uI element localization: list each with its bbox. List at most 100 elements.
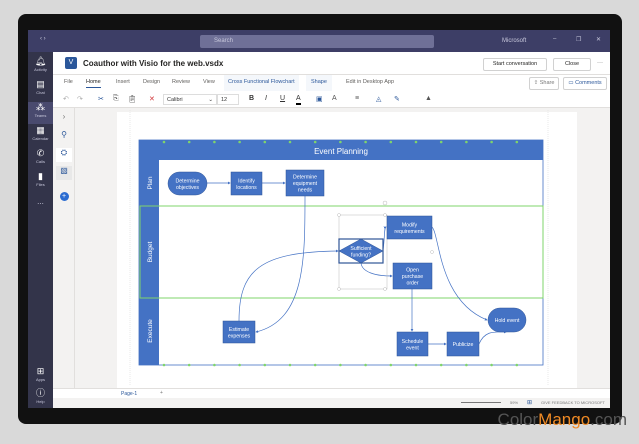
- rail-teams[interactable]: ⁂Teams: [28, 102, 53, 124]
- cut-icon[interactable]: ✂: [98, 96, 104, 103]
- rail-label: Activity: [34, 67, 47, 72]
- shape-hold-event[interactable]: Hold event: [487, 307, 527, 333]
- redo-icon[interactable]: ↷: [77, 96, 83, 103]
- copy-icon[interactable]: ⎘: [113, 95, 119, 102]
- chat-icon: ▤: [36, 79, 45, 89]
- chevron-right-icon[interactable]: ›: [62, 112, 66, 121]
- connection-dot: [313, 140, 317, 144]
- tab-shape[interactable]: Shape: [306, 75, 332, 91]
- add-shapes-button[interactable]: +: [56, 191, 72, 205]
- rail-apps[interactable]: ⊞Apps: [28, 366, 53, 388]
- rail-more[interactable]: ...: [28, 197, 53, 219]
- line-color-icon[interactable]: ✎: [394, 96, 400, 103]
- more-options-button[interactable]: ···: [597, 60, 603, 66]
- share-button[interactable]: ⇪ Share: [529, 77, 559, 90]
- more-icon: ...: [37, 197, 44, 206]
- lane-budget[interactable]: Budget: [147, 242, 154, 263]
- lane-plan[interactable]: Plan: [147, 176, 154, 189]
- shape-label: locations: [236, 185, 257, 191]
- connection-dot: [187, 363, 191, 367]
- tab-insert[interactable]: Insert: [116, 79, 130, 85]
- rail-chat[interactable]: ▤Chat: [28, 79, 53, 101]
- zoom-slider[interactable]: [461, 399, 501, 403]
- title-bar: ‹ › Search Microsoft – ❐ ✕: [28, 30, 610, 52]
- connection-dot: [414, 363, 418, 367]
- zoom-level[interactable]: 59%: [510, 400, 519, 405]
- shape-label: order: [406, 281, 418, 287]
- connection-dot: [490, 363, 493, 367]
- delete-icon[interactable]: ✕: [149, 96, 155, 103]
- align-icon[interactable]: ≡: [355, 95, 360, 102]
- connection-dot: [162, 363, 166, 367]
- nav-arrows[interactable]: ‹ ›: [40, 36, 46, 42]
- account-menu[interactable]: Microsoft: [502, 38, 527, 44]
- lane-execute[interactable]: Execute: [147, 319, 154, 343]
- rail-files[interactable]: ▮Files: [28, 171, 53, 193]
- grow-font-icon[interactable]: A: [332, 95, 337, 102]
- rail-label: Calendar: [32, 136, 49, 141]
- start-conversation-button[interactable]: Start conversation: [483, 58, 547, 71]
- underline-button[interactable]: U: [280, 95, 286, 102]
- tab-view[interactable]: View: [203, 79, 215, 85]
- shape-label: Open: [406, 268, 419, 274]
- diagram-title-bar[interactable]: [139, 140, 543, 160]
- shape-publicize[interactable]: Publicize: [446, 331, 480, 357]
- tab-file[interactable]: File: [64, 79, 73, 85]
- rail-calendar[interactable]: ▦Calendar: [28, 125, 53, 147]
- tab-home[interactable]: Home: [86, 79, 101, 88]
- close-button[interactable]: Close: [553, 58, 591, 71]
- connection-dot: [414, 140, 418, 144]
- rail-label: Calls: [36, 159, 45, 164]
- tab-design[interactable]: Design: [143, 79, 161, 85]
- font-color-button[interactable]: A: [296, 95, 301, 105]
- rail-activity[interactable]: 🔔︎Activity: [28, 56, 53, 78]
- undo-icon[interactable]: ↶: [63, 96, 69, 103]
- minimize-button[interactable]: –: [553, 36, 557, 42]
- file-header: V Coauthor with Visio for the web.vsdx S…: [53, 52, 610, 75]
- visio-icon: V: [65, 57, 77, 69]
- flowchart-diagram[interactable]: Event Planning Plan Budget Execute Deter…: [28, 30, 610, 408]
- shape-label: expenses: [228, 333, 251, 339]
- close-window-button[interactable]: ✕: [596, 37, 602, 43]
- paste-icon[interactable]: 📋︎: [128, 96, 137, 103]
- search-shapes-icon[interactable]: ⚲: [61, 130, 67, 139]
- fit-page-icon[interactable]: ⊞: [527, 400, 533, 406]
- fill-icon[interactable]: ◬: [376, 96, 382, 103]
- connection-dot: [389, 140, 393, 144]
- rail-calls[interactable]: ✆Calls: [28, 148, 53, 170]
- search-input[interactable]: Search: [200, 35, 434, 48]
- shape-label: objectives: [176, 185, 199, 191]
- page-tab[interactable]: Page-1: [121, 391, 138, 397]
- font-select[interactable]: Calibri⌄: [163, 94, 217, 105]
- people-shapes-icon[interactable]: ⛭: [56, 148, 72, 162]
- bold-button[interactable]: B: [249, 95, 255, 102]
- connection-dot: [213, 140, 216, 144]
- connection-dot: [187, 140, 191, 144]
- shape-label: Publicize: [453, 342, 474, 348]
- effects-icon[interactable]: ▲: [425, 95, 432, 102]
- font-size-select[interactable]: 12: [217, 94, 239, 105]
- comments-button[interactable]: ▭ Comments: [563, 77, 607, 90]
- add-page-button[interactable]: +: [160, 390, 163, 396]
- text-box-icon[interactable]: ▣: [316, 96, 323, 103]
- shapes-panel: › ⚲ ⛭ ▧ +: [53, 108, 75, 388]
- tab-review[interactable]: Review: [172, 79, 191, 85]
- rail-label: Files: [36, 182, 45, 187]
- italic-button[interactable]: I: [265, 95, 267, 102]
- apps-icon: ⊞: [36, 366, 45, 376]
- maximize-button[interactable]: ❐: [576, 37, 582, 43]
- feedback-link[interactable]: GIVE FEEDBACK TO MICROSOFT: [541, 400, 605, 405]
- edit-in-desktop-app-button[interactable]: Edit in Desktop App: [346, 79, 395, 85]
- flowchart-shapes-icon[interactable]: ▧: [56, 166, 72, 180]
- connection-dot: [515, 363, 519, 367]
- tab-cross-functional-flowchart[interactable]: Cross Functional Flowchart: [224, 75, 299, 91]
